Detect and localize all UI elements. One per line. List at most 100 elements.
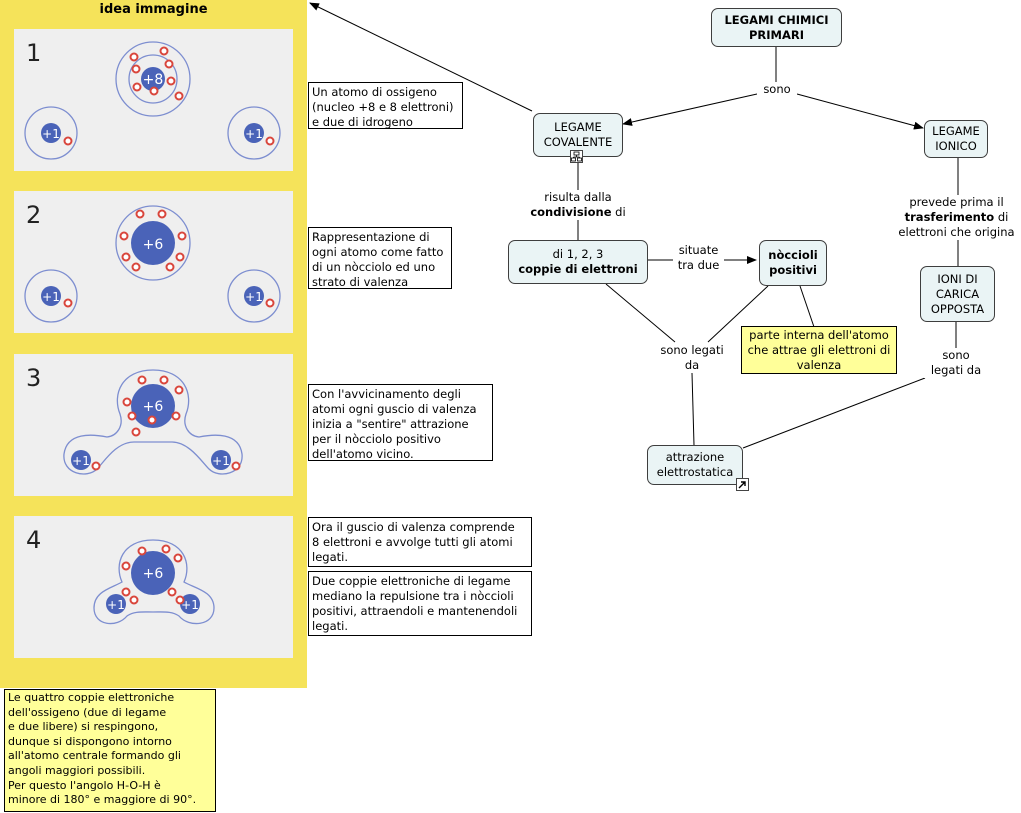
concept-line: elettrostatica (656, 465, 734, 479)
note-line: inizia a "sentire" attrazione (312, 417, 469, 431)
nucleus-label: +8 (143, 72, 164, 88)
note-line: legati. (312, 550, 348, 564)
frame-number: 4 (26, 526, 42, 554)
frame-4: 4 +6 +1 +1 (14, 516, 293, 658)
note-frame-3: Con l'avvicinamento degli atomi ogni gus… (308, 384, 493, 461)
concept-line: coppie di elettroni (518, 262, 638, 276)
angle-explanation-note: Le quattro coppie elettroniche dell'ossi… (4, 689, 216, 812)
concept-coppie-elettroni[interactable]: di 1, 2, 3 coppie di elettroni (508, 240, 648, 284)
note-line: parte interna dell'atomo (749, 328, 889, 342)
note-line: all'atomo centrale formando gli (8, 749, 181, 763)
note-parte-interna: parte interna dell'atomo che attrae gli … (741, 326, 897, 374)
atom-illustration-3: +6 +1 +1 (63, 369, 243, 475)
concept-ioni-carica-opposta[interactable]: IONI DI CARICA OPPOSTA (920, 266, 995, 322)
link-line: situate (678, 243, 719, 257)
note-line: mediano la repulsione tra i nòccioli (312, 589, 514, 603)
nucleus-label: +1 (245, 127, 263, 141)
link-line: condivisione di (520, 205, 636, 220)
frame-number: 2 (26, 201, 42, 229)
nucleus-label: +1 (107, 598, 125, 612)
frame-1: 1 +8 +1 +1 (14, 29, 293, 171)
concept-line: PRIMARI (748, 27, 805, 42)
nucleus-label: +1 (72, 454, 90, 468)
link-line: tra due (677, 258, 720, 272)
note-line: 8 elettroni e avvolge tutti gli atomi (312, 535, 513, 549)
concept-line: IONICO (935, 139, 977, 153)
concept-attrazione-elettrostatica[interactable]: attrazione elettrostatica (647, 445, 743, 485)
note-line: Ora il guscio di valenza comprende (312, 520, 515, 534)
note-line: Per questo l'angolo H-O-H è (8, 778, 161, 792)
nucleus-label: +1 (42, 290, 60, 304)
note-line: Un atomo di ossigeno (312, 85, 437, 99)
link-label-sono-legati-da: sono legati da (924, 348, 988, 378)
note-frame-4a: Ora il guscio di valenza comprende 8 ele… (308, 517, 532, 567)
link-line: sono legati (660, 343, 724, 357)
note-line: dell'ossigeno (due di legame (8, 705, 167, 719)
note-line: ogni atomo come fatto (312, 245, 444, 259)
note-line: valenza (796, 358, 842, 372)
note-line: dell'atomo vicino. (312, 447, 414, 461)
note-line: e due di idrogeno (312, 115, 413, 129)
atom-illustration-1: +8 +1 +1 (24, 41, 281, 160)
link-bold: trasferimento (904, 210, 995, 224)
concept-line: attrazione (665, 450, 725, 464)
note-frame-1: Un atomo di ossigeno (nucleo +8 e 8 elet… (308, 82, 463, 129)
note-line: e due libere) si respingono, (8, 720, 159, 734)
concept-line: nòccioli (768, 248, 818, 262)
nucleus-label: +1 (42, 127, 60, 141)
concept-line: di 1, 2, 3 (552, 247, 604, 261)
link-line: prevede prima il (909, 195, 1004, 209)
link-text: di (611, 205, 626, 219)
link-line: legati da (930, 363, 982, 377)
note-frame-2: Rappresentazione di ogni atomo come fatt… (308, 227, 452, 289)
nucleus-label: +1 (212, 454, 230, 468)
concept-legame-covalente[interactable]: LEGAME COVALENTE (533, 113, 623, 157)
link-label-sono: sono (757, 82, 797, 97)
shortcut-arrow-icon[interactable] (736, 478, 749, 491)
concept-line: OPPOSTA (930, 301, 985, 316)
note-line: Le quattro coppie elettroniche (8, 691, 175, 704)
link-label-prevede: prevede prima il trasferimento di elettr… (894, 195, 1019, 240)
link-bold: condivisione (530, 205, 612, 219)
link-line: da (684, 358, 700, 372)
concept-noccioli-positivi[interactable]: nòccioli positivi (759, 240, 827, 286)
concept-line: IONI DI (937, 271, 978, 286)
link-label-situate: situate tra due (673, 243, 724, 273)
note-line: strato di valenza (312, 275, 409, 289)
nucleus-label: +6 (143, 237, 164, 253)
link-label-sono-legati: sono legati da (656, 343, 728, 373)
concept-line: LEGAMI CHIMICI (724, 12, 829, 27)
note-line: Con l'avvicinamento degli (312, 387, 461, 401)
link-label-risulta: risulta dalla condivisione di (520, 190, 636, 220)
note-line: (nucleo +8 e 8 elettroni) (312, 100, 454, 114)
note-line: atomi ogni guscio di valenza (312, 402, 477, 416)
link-line: sono (942, 348, 970, 362)
concept-legami-chimici[interactable]: LEGAMI CHIMICI PRIMARI (711, 8, 842, 47)
concept-line: LEGAME (554, 120, 602, 134)
note-line: che attrae gli elettroni di (747, 343, 891, 357)
concept-line: CARICA (935, 286, 980, 301)
frame-number: 1 (26, 39, 42, 67)
link-line: trasferimento di (894, 210, 1019, 225)
note-line: per il nòcciolo positivo (312, 432, 441, 446)
note-line: dunque si dispongono intorno (8, 734, 172, 748)
note-line: legati. (312, 619, 348, 633)
linked-concept-map-icon[interactable] (570, 150, 583, 163)
atom-illustration-2: +6 +1 +1 (24, 205, 281, 323)
link-line: elettroni che origina (898, 225, 1015, 239)
note-line: di un nòcciolo ed uno (312, 260, 436, 274)
frame-number: 3 (26, 364, 42, 392)
panel-title: idea immagine (99, 2, 208, 17)
link-line: risulta dalla (544, 190, 612, 204)
note-line: Rappresentazione di (312, 230, 430, 244)
nucleus-label: +1 (245, 290, 263, 304)
nucleus-label: +6 (143, 399, 164, 415)
concept-legame-ionico[interactable]: LEGAME IONICO (924, 120, 988, 158)
concept-line: positivi (769, 263, 817, 277)
frame-2: 2 +6 +1 +1 (14, 191, 293, 333)
frame-3: 3 +6 +1 +1 (14, 354, 293, 496)
concept-line: COVALENTE (543, 135, 613, 149)
atom-illustration-4: +6 +1 +1 (93, 539, 215, 625)
nucleus-label: +1 (181, 598, 199, 612)
